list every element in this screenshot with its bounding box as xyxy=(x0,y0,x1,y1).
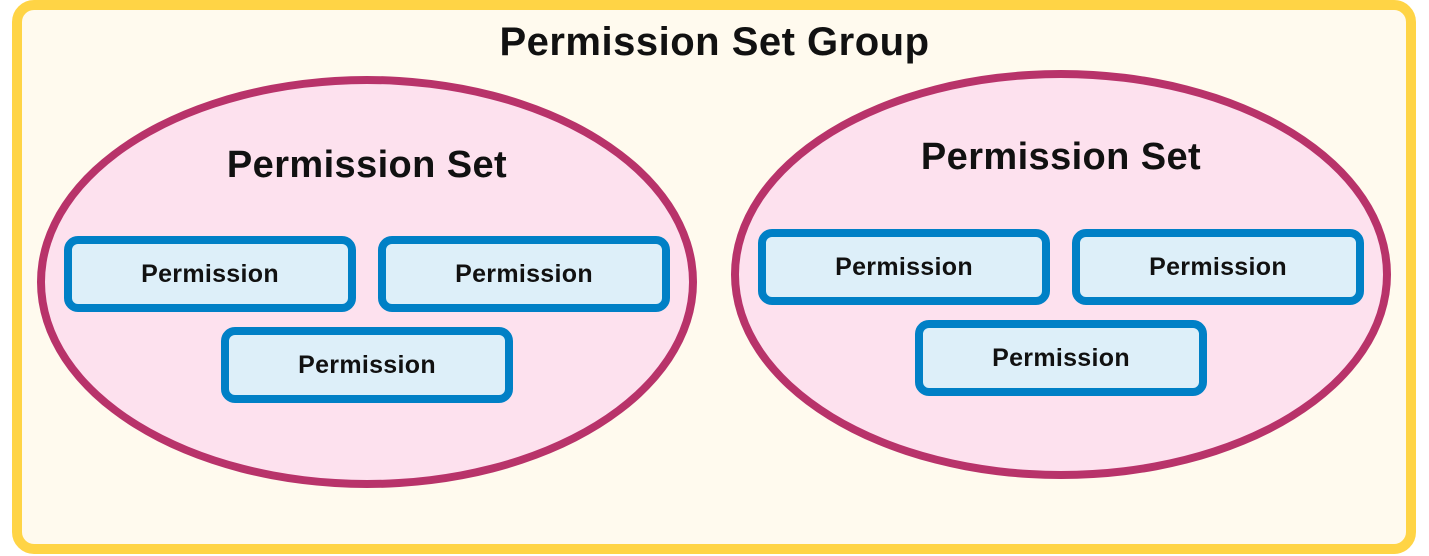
permission-box: Permission xyxy=(221,327,513,403)
permission-label: Permission xyxy=(992,343,1130,372)
permission-label: Permission xyxy=(835,252,973,281)
group-title: Permission Set Group xyxy=(499,20,930,64)
permission-set-title: Permission Set xyxy=(226,144,508,186)
permission-label: Permission xyxy=(1149,252,1287,281)
permission-set-title: Permission Set xyxy=(920,136,1202,178)
permission-box: Permission xyxy=(64,236,356,312)
permission-label: Permission xyxy=(298,350,436,379)
permission-box: Permission xyxy=(1072,229,1364,305)
permission-label: Permission xyxy=(455,259,593,288)
permission-label: Permission xyxy=(141,259,279,288)
permission-box: Permission xyxy=(378,236,670,312)
permission-box: Permission xyxy=(915,320,1207,396)
permission-box: Permission xyxy=(758,229,1050,305)
